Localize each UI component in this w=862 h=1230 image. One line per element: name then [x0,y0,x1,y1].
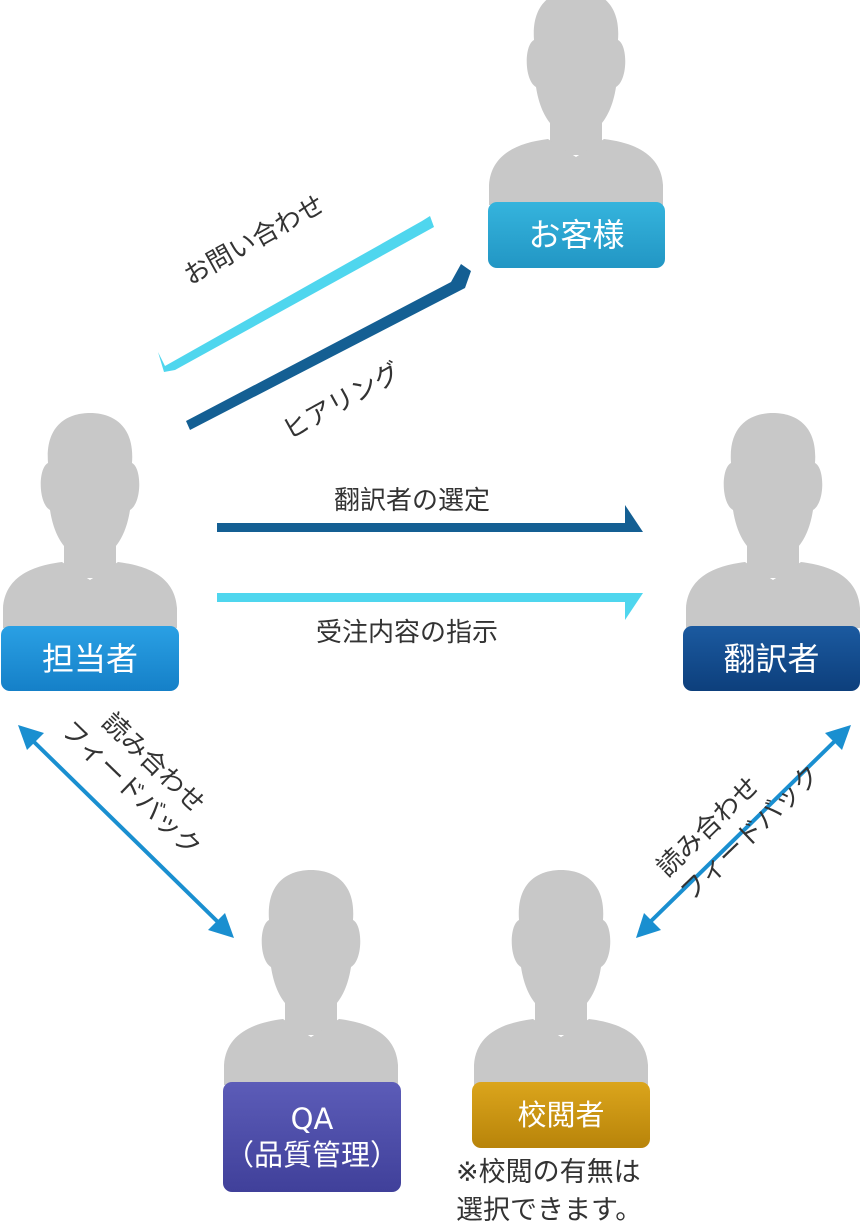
manager-label: 担当者 [1,626,179,691]
order-instructions-caption: 受注内容の指示 [316,618,499,648]
qa-label-line2: （品質管理） [224,1138,399,1172]
note-line2: 選択できます。 [456,1195,643,1226]
select-translator-caption: 翻訳者の選定 [334,486,491,516]
qa-label: QA （品質管理） [223,1082,401,1192]
hearing-arrow [186,264,471,430]
right-feedback-arrow [636,725,851,938]
translator-silhouette-icon [686,413,860,628]
select-translator-arrow [217,505,643,532]
order-instructions-arrow [217,593,643,620]
left-feedback-arrow [18,725,234,938]
proofreader-label-text: 校閲者 [517,1097,605,1132]
note-line1: ※校閲の有無は [456,1157,641,1188]
manager-label-text: 担当者 [41,639,138,678]
qa-silhouette-icon [224,870,398,1085]
customer-label-text: お客様 [528,216,625,254]
translator-label-text: 翻訳者 [723,639,820,678]
manager-silhouette-icon [3,413,177,628]
inquiry-arrow [158,216,434,372]
proofreader-silhouette-icon [474,870,648,1085]
customer-label: お客様 [488,202,665,268]
qa-label-line1: QA [290,1101,334,1136]
proofreader-label: 校閲者 [472,1082,650,1148]
translator-label: 翻訳者 [683,626,860,691]
customer-silhouette-icon [489,0,663,205]
proofreading-note: ※校閲の有無は 選択できます。 [456,1154,642,1230]
